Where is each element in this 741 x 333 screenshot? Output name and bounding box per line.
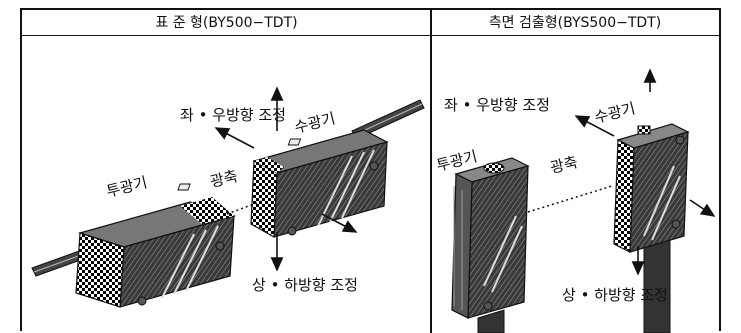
optical-axis-line-side (527, 185, 613, 213)
arrow-left-up-side (574, 115, 615, 137)
standard-type-panel: 좌 • 우방향 조정 수광기 투광기 광축 상 • 하방향 조정 (22, 36, 430, 333)
figure-frame: 표 준 형(BY500−TDT) 측면 검출형(BYS500−TDT) (20, 8, 721, 333)
receiver-unit-side (613, 123, 690, 333)
vertical-adjust-label-side: 상 • 하방향 조정 (562, 286, 668, 304)
arrow-left-up (214, 127, 255, 149)
vertical-adjust-label: 상 • 하방향 조정 (252, 276, 358, 294)
arrow-right-down-side (689, 199, 716, 217)
panel-divider (430, 10, 432, 333)
emitter-unit-side (451, 157, 530, 333)
right-panel-title: 측면 검출형(BYS500−TDT) (431, 10, 719, 36)
standard-type-illustration (31, 86, 425, 308)
left-panel-title: 표 준 형(BY500−TDT) (22, 10, 431, 36)
arrow-right-down (321, 213, 358, 233)
side-detection-panel: 좌 • 우방향 조정 수광기 투광기 광축 상 • 하방향 조정 (432, 36, 719, 333)
optical-axis-line (226, 200, 263, 215)
horizontal-adjust-label-side: 좌 • 우방향 조정 (444, 96, 550, 114)
receiver-unit (250, 129, 389, 239)
emitter-unit (75, 183, 237, 308)
side-detection-illustration (451, 68, 716, 333)
horizontal-adjust-label: 좌 • 우방향 조정 (180, 106, 286, 124)
